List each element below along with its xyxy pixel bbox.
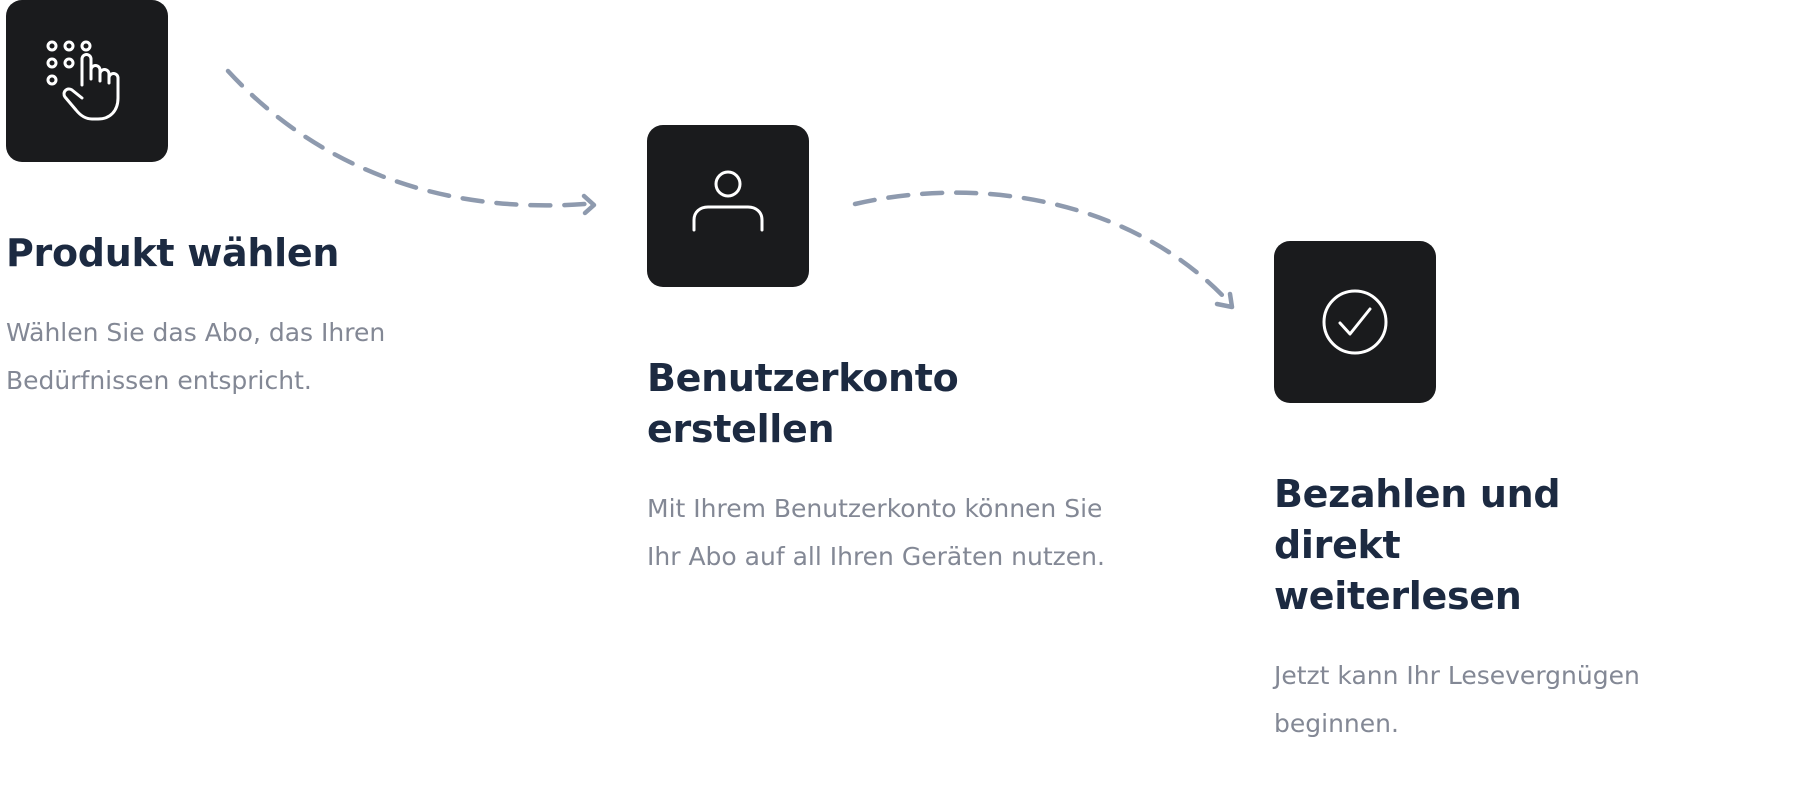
check-circle-icon (1322, 289, 1388, 355)
step-description: Wählen Sie das Abo, das Ihren Bedürfniss… (6, 318, 386, 395)
step-description: Jetzt kann Ihr Lesevergnügen beginnen. (1274, 661, 1640, 738)
step-title: Produkt wählen (6, 231, 340, 275)
step-description: Mit Ihrem Benutzerkonto können Sie Ihr A… (647, 494, 1105, 571)
touch-keypad-icon (46, 40, 120, 121)
step-icon-box (1274, 241, 1436, 403)
step-title: Bezahlen und direkt weiterlesen (1274, 472, 1561, 618)
step-icon-box (6, 0, 168, 162)
step-pay-and-read: Bezahlen und direkt weiterlesen Jetzt ka… (1274, 241, 1694, 748)
step-choose-product: Produkt wählen Wählen Sie das Abo, das I… (6, 0, 426, 405)
step-title: Benutzerkonto erstellen (647, 356, 959, 451)
step-create-account: Benutzerkonto erstellen Mit Ihrem Benutz… (647, 125, 1107, 581)
step-icon-box (647, 125, 809, 287)
user-icon (692, 170, 764, 232)
